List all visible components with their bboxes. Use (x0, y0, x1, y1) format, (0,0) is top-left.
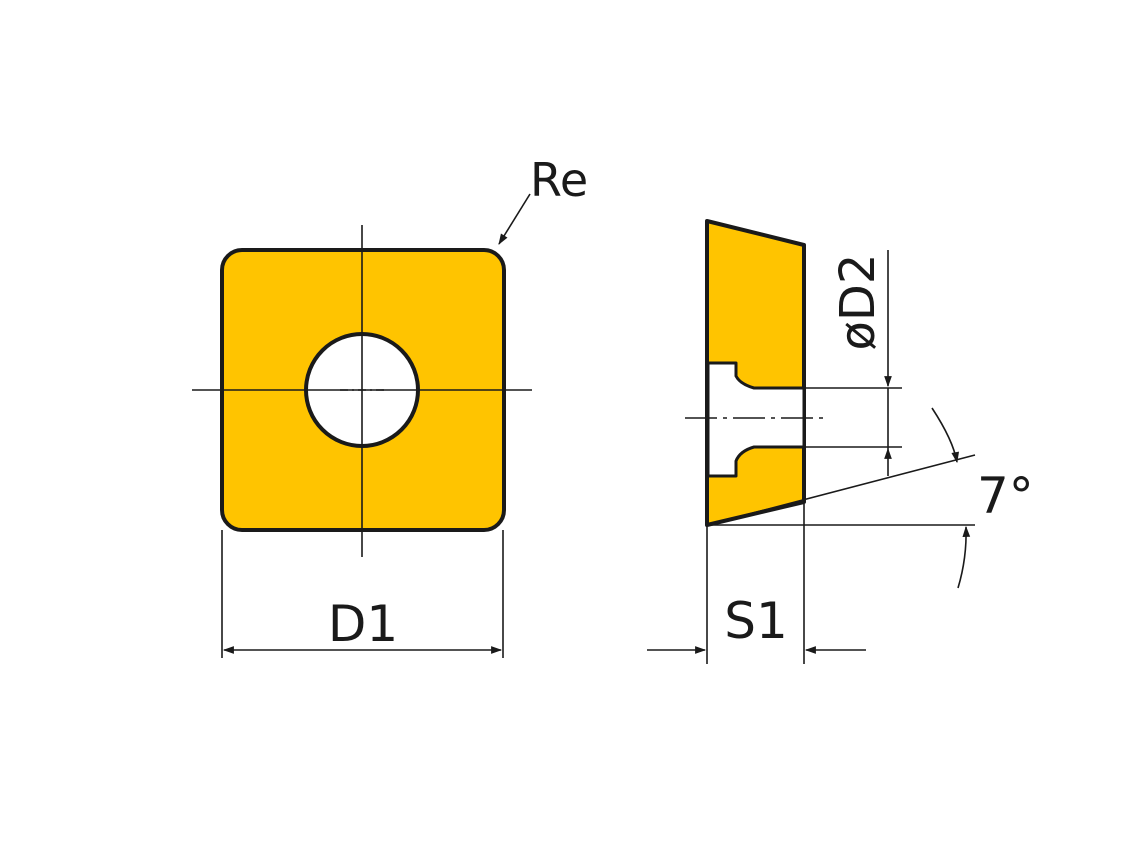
side-view: øD2 7° S1 (647, 219, 1034, 664)
d1-label: D1 (328, 595, 398, 653)
angle-label: 7° (977, 467, 1034, 525)
angle-arc-lower (957, 525, 971, 589)
re-label: Re (530, 153, 588, 207)
angle-flank-line (706, 454, 976, 526)
d2-label: øD2 (830, 254, 886, 351)
top-view: Re D1 (192, 153, 588, 658)
re-leader-arrow (498, 193, 531, 245)
angle-arc-upper (931, 407, 960, 464)
s1-label: S1 (724, 592, 788, 650)
side-hole-section (706, 361, 806, 478)
